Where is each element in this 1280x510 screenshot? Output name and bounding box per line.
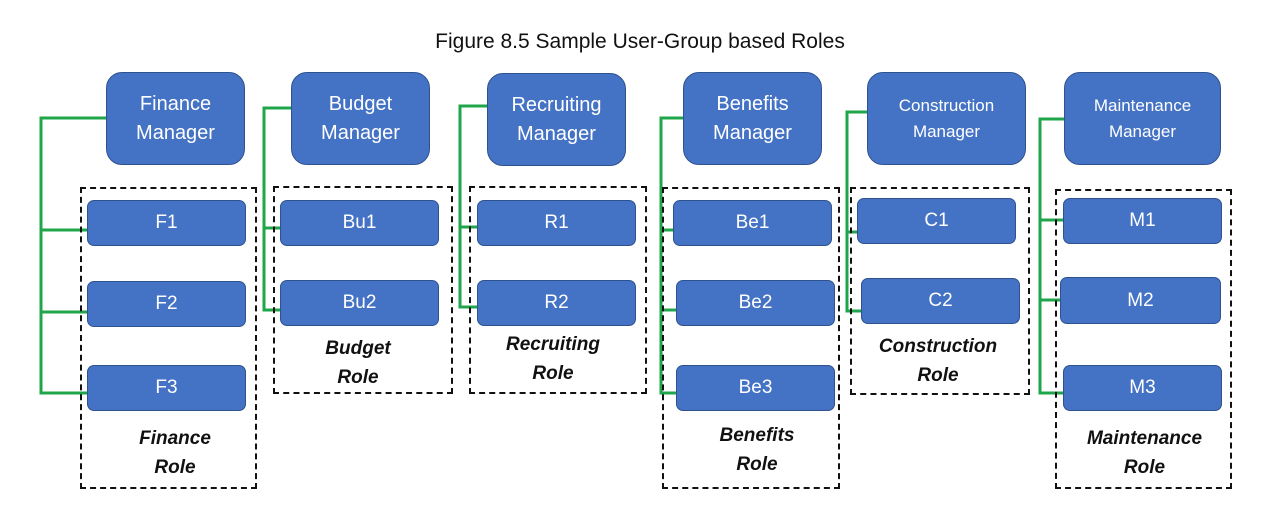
benefits-role-box <box>662 187 840 489</box>
user-box-f2[interactable]: F2 <box>87 281 246 327</box>
benefits-role-label: Benefits Role <box>719 425 795 475</box>
construction-role-label: Construction Role <box>878 336 998 386</box>
user-box-m1[interactable]: M1 <box>1063 198 1222 244</box>
user-box-c1[interactable]: C1 <box>857 198 1016 244</box>
figure-title: Figure 8.5 Sample User-Group based Roles <box>435 30 845 53</box>
finance-role-label: Finance Role <box>139 428 211 478</box>
finance-manager-box[interactable]: Finance Manager <box>106 72 245 165</box>
user-box-m3[interactable]: M3 <box>1063 365 1222 411</box>
user-box-bu2[interactable]: Bu2 <box>280 280 439 326</box>
maintenance-role-label: Maintenance Role <box>1086 428 1203 478</box>
maintenance-role-box <box>1055 189 1232 489</box>
user-box-be2[interactable]: Be2 <box>676 280 835 326</box>
construction-role-box <box>850 187 1030 395</box>
user-box-r2[interactable]: R2 <box>477 280 636 326</box>
budget-role-label: Budget Role <box>325 338 391 388</box>
finance-role-box <box>80 187 257 489</box>
user-box-be3[interactable]: Be3 <box>676 365 835 411</box>
user-box-m2[interactable]: M2 <box>1060 277 1221 324</box>
user-box-be1[interactable]: Be1 <box>673 200 832 246</box>
user-box-bu1[interactable]: Bu1 <box>280 200 439 246</box>
recruiting-role-box <box>469 186 647 394</box>
budget-role-box <box>273 186 453 394</box>
recruiting-manager-box[interactable]: Recruiting Manager <box>487 73 626 166</box>
maintenance-manager-box[interactable]: Maintenance Manager <box>1064 72 1221 165</box>
user-box-f3[interactable]: F3 <box>87 365 246 411</box>
benefits-manager-box[interactable]: Benefits Manager <box>683 72 822 165</box>
recruiting-role-label: Recruiting Role <box>506 334 600 384</box>
user-box-r1[interactable]: R1 <box>477 200 636 246</box>
user-box-f1[interactable]: F1 <box>87 200 246 246</box>
construction-manager-box[interactable]: Construction Manager <box>867 72 1026 165</box>
budget-manager-box[interactable]: Budget Manager <box>291 72 430 165</box>
user-box-c2[interactable]: C2 <box>861 278 1020 324</box>
